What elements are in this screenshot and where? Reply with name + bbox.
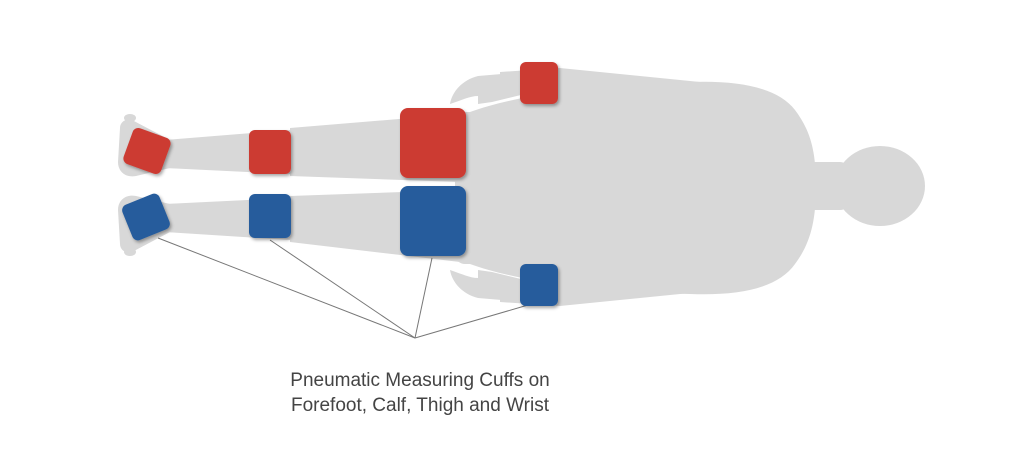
- toes-top: [121, 114, 136, 138]
- right-thigh-cuff: [400, 108, 466, 178]
- head: [835, 146, 925, 226]
- right-calf-cuff: [249, 130, 291, 174]
- left-thigh-cuff: [400, 186, 466, 256]
- diagram-caption: Pneumatic Measuring Cuffs on Forefoot, C…: [220, 368, 620, 418]
- right-wrist-cuff: [520, 62, 558, 104]
- cuffs: [122, 62, 558, 306]
- leader-line-forefoot: [157, 237, 416, 339]
- leader-line-wrist: [414, 304, 529, 339]
- toes-bottom: [121, 232, 136, 256]
- right-forefoot-cuff: [123, 127, 171, 175]
- caption-line-2: Forefoot, Calf, Thigh and Wrist: [290, 395, 550, 416]
- torso: [470, 81, 816, 295]
- left-wrist-cuff: [520, 264, 558, 306]
- leader-line-calf: [269, 239, 416, 339]
- hand-bottom: [450, 270, 525, 302]
- leader-line-thigh: [414, 257, 433, 339]
- caption-line-1: Pneumatic Measuring Cuffs on: [290, 370, 550, 391]
- hand-top: [450, 72, 525, 104]
- left-calf-cuff: [249, 194, 291, 238]
- leader-lines: [157, 237, 529, 339]
- left-forefoot-cuff: [122, 193, 170, 241]
